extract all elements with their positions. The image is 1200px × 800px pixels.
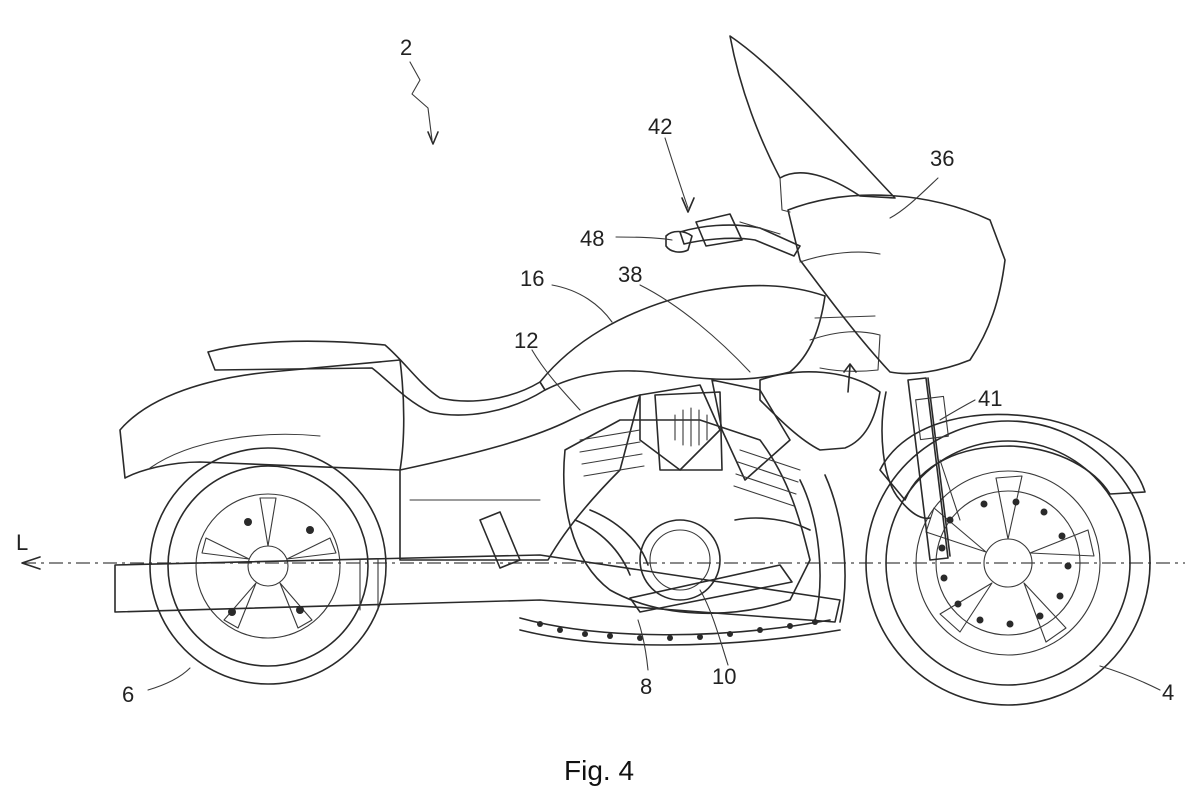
- ref-direction: L: [16, 530, 28, 555]
- ref-grip: 48: [580, 226, 604, 251]
- ref-engine: 10: [712, 664, 736, 689]
- engine-cover: [760, 372, 880, 450]
- ref-rear-wheel: 6: [122, 682, 134, 707]
- windscreen: [730, 36, 895, 198]
- ref-frame: 8: [640, 674, 652, 699]
- ref-cover: 38: [618, 262, 642, 287]
- ref-cylinder: 12: [514, 328, 538, 353]
- handlebar-drawing: [666, 214, 800, 256]
- leader-lines: [148, 62, 1160, 690]
- rear-wheel-drawing: [150, 448, 386, 684]
- seat: [208, 341, 545, 415]
- ref-fuel-tank: 16: [520, 266, 544, 291]
- front-fender: [880, 414, 1145, 500]
- ref-front-wheel: 4: [1162, 680, 1174, 705]
- fairing: [788, 195, 1005, 373]
- engine-drawing: [564, 380, 810, 613]
- side-panel: [400, 395, 640, 560]
- ref-motorcycle: 2: [400, 35, 412, 60]
- ref-fork: 41: [978, 386, 1002, 411]
- ref-fairing: 36: [930, 146, 954, 171]
- figure-caption: Fig. 4: [564, 755, 634, 786]
- ref-handlebar: 42: [648, 114, 672, 139]
